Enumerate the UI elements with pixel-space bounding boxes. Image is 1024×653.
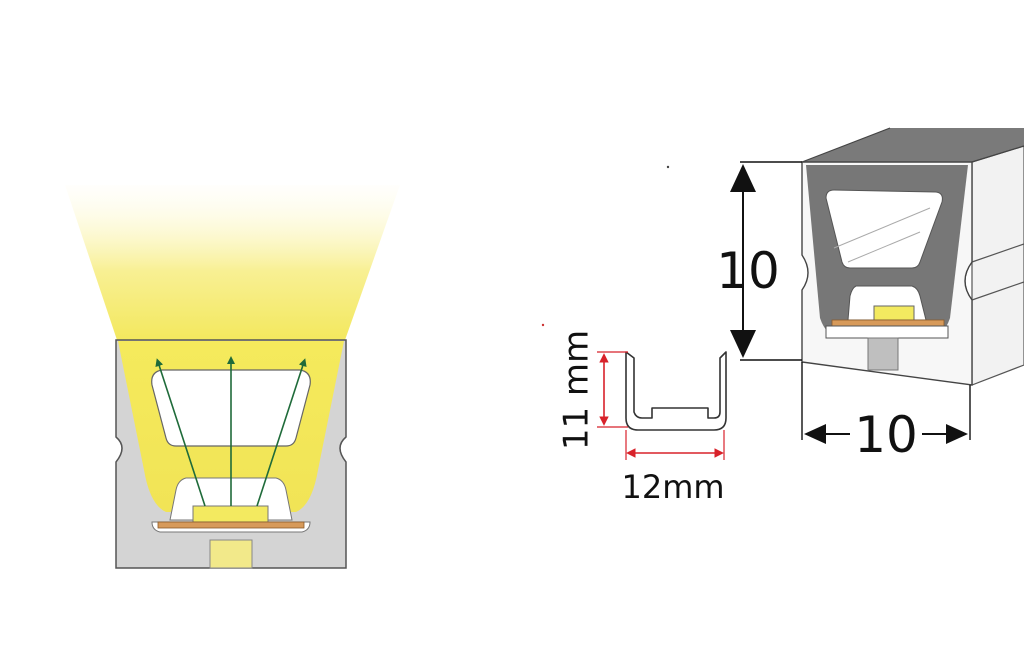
dimension-arrow-icon (946, 424, 968, 444)
strip-pcb (831, 319, 945, 327)
light-beam-cone (65, 185, 400, 340)
strip-led-chip (873, 305, 915, 321)
neon-cross-section (115, 339, 347, 569)
height-label: 10 (716, 242, 780, 300)
dimension-arrow-icon (730, 164, 756, 192)
dimension-arrow-icon (730, 330, 756, 358)
strip-hollow-window (825, 189, 943, 269)
pcb-strip (157, 521, 305, 529)
strip-side-groove (971, 243, 1024, 263)
stray-dot (541, 323, 545, 327)
strip-side-groove (971, 281, 1024, 301)
led-chip (192, 505, 269, 523)
channel-width-label: 12mm (621, 468, 724, 506)
channel-outline (625, 351, 727, 431)
stray-dot (666, 165, 670, 169)
dimension-arrow-icon (804, 424, 826, 444)
channel-profile: 11 mm 12mm (557, 330, 727, 506)
strip-mounting-tab (867, 337, 899, 371)
strip-pcb-base (825, 325, 949, 339)
mounting-tab (209, 539, 253, 569)
light-ray-arrow-icon (256, 358, 307, 507)
neon-strip-3d: 10 10 (716, 127, 1024, 464)
light-ray-arrow-icon (155, 358, 206, 507)
channel-height-label: 11 mm (557, 330, 597, 450)
width-label: 10 (854, 406, 918, 464)
strip-side-face (971, 145, 1024, 386)
strip-top-face (802, 128, 1024, 162)
